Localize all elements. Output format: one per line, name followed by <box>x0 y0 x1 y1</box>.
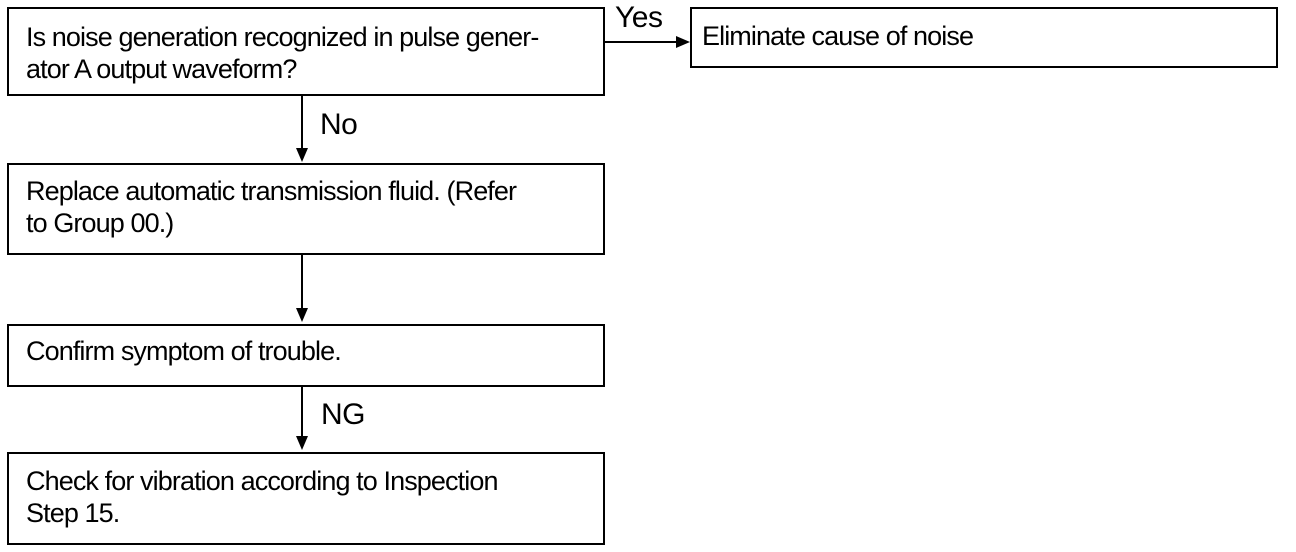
box-text-line: Replace automatic transmission fluid. (R… <box>26 176 517 206</box>
yes-arrow <box>605 36 690 48</box>
arrow-line <box>605 41 677 43</box>
yes-label: Yes <box>615 1 663 34</box>
flow-box-eliminate: Eliminate cause of noise <box>690 7 1278 68</box>
arrow-head <box>296 436 308 450</box>
box-text-line: Step 15. <box>26 498 120 528</box>
arrow-line <box>301 255 303 309</box>
arrow-head <box>676 36 690 48</box>
arrow-line <box>301 387 303 437</box>
box-text-line: Check for vibration according to Inspect… <box>26 466 498 496</box>
box-text-line: Is noise generation recognized in pulse … <box>26 22 539 52</box>
arrow-head <box>296 148 308 162</box>
box-text-line: to Group 00.) <box>26 208 174 238</box>
flow-box-replace: Replace automatic transmission fluid. (R… <box>7 163 605 255</box>
plain-down-arrow <box>296 255 308 322</box>
box-text-line: Eliminate cause of noise <box>702 21 974 51</box>
box-text-line: ator A output waveform? <box>26 54 297 84</box>
no-label: No <box>320 108 358 141</box>
flow-box-question: Is noise generation recognized in pulse … <box>7 7 605 96</box>
no-arrow <box>296 96 308 162</box>
box-text-line: Confirm symptom of trouble. <box>26 336 342 366</box>
arrow-line <box>301 96 303 149</box>
flow-box-confirm: Confirm symptom of trouble. <box>7 324 605 387</box>
ng-label: NG <box>321 398 366 431</box>
arrow-head <box>296 308 308 322</box>
flow-box-check: Check for vibration according to Inspect… <box>7 452 605 545</box>
ng-arrow <box>296 387 308 450</box>
